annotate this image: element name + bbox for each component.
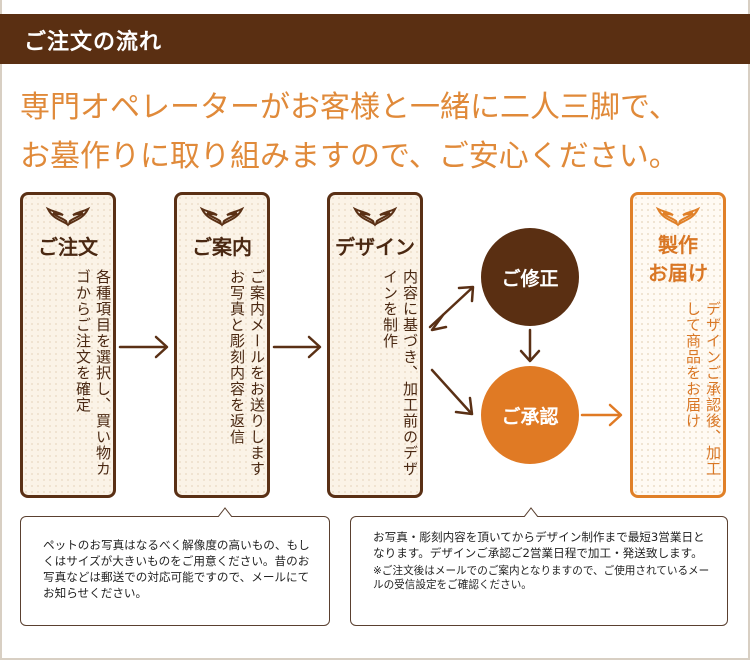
- step-delivery-title: 製作 お届け: [633, 231, 723, 287]
- step-order-card: ご注文 各種項目を選択し、買い物カゴからご注文を確定: [20, 192, 116, 498]
- schedule-note-caution: ※ご注文後はメールでのご案内となりますので、ご使用されているメールの受信設定をご…: [373, 565, 710, 591]
- photo-note-box: ペットのお写真はなるべく解像度の高いもの、もしくはサイズが大きいものをご用意くだ…: [20, 516, 330, 626]
- step-delivery-card: 製作 お届け デザインご承認後、加工して商品をお届け: [630, 192, 726, 498]
- step-delivery-text: デザインご承認後、加工して商品をお届け: [684, 301, 722, 477]
- section-header: ご注文の流れ: [0, 14, 750, 64]
- step-order-title: ご注文: [38, 235, 98, 259]
- wing-icon: [655, 206, 701, 227]
- step-guide-card: ご案内 ご案内メールをお送りしますお写真と彫刻内容を返信: [174, 192, 270, 498]
- lead-line-2: お墓作りに取り組みますので、ご安心ください。: [20, 139, 679, 174]
- revise-circle: ご修正: [481, 228, 579, 326]
- step-design-text: 内容に基づき、加工前のデザインを制作: [381, 269, 419, 477]
- step-order-text: 各種項目を選択し、買い物カゴからご注文を確定: [74, 269, 112, 477]
- wing-icon: [199, 206, 245, 227]
- step-guide-text: ご案内メールをお送りしますお写真と彫刻内容を返信: [228, 269, 266, 477]
- schedule-note-text: お写真・彫刻内容を頂いてからデザイン制作まで最短3営業日となります。デザインご承…: [373, 530, 705, 560]
- photo-note-text: ペットのお写真はなるべく解像度の高いもの、もしくはサイズが大きいものをご用意くだ…: [43, 538, 310, 600]
- section-title: ご注文の流れ: [24, 29, 163, 55]
- schedule-note-box: お写真・彫刻内容を頂いてからデザイン制作まで最短3営業日となります。デザインご承…: [350, 516, 728, 626]
- wing-icon: [352, 206, 398, 227]
- note-tail-icon: [524, 507, 538, 517]
- wing-icon: [45, 206, 91, 227]
- step-guide-title: ご案内: [192, 235, 252, 259]
- step-design-title: デザイン: [335, 235, 415, 259]
- step-delivery-title-1: 製作: [658, 233, 698, 257]
- step-delivery-title-2: お届け: [648, 261, 708, 285]
- lead-line-1: 専門オペレーターがお客様と一緒に二人三脚で、: [20, 90, 679, 125]
- step-design-card: デザイン 内容に基づき、加工前のデザインを制作: [327, 192, 423, 498]
- approve-circle: ご承認: [481, 366, 579, 464]
- note-tail-icon: [218, 507, 232, 517]
